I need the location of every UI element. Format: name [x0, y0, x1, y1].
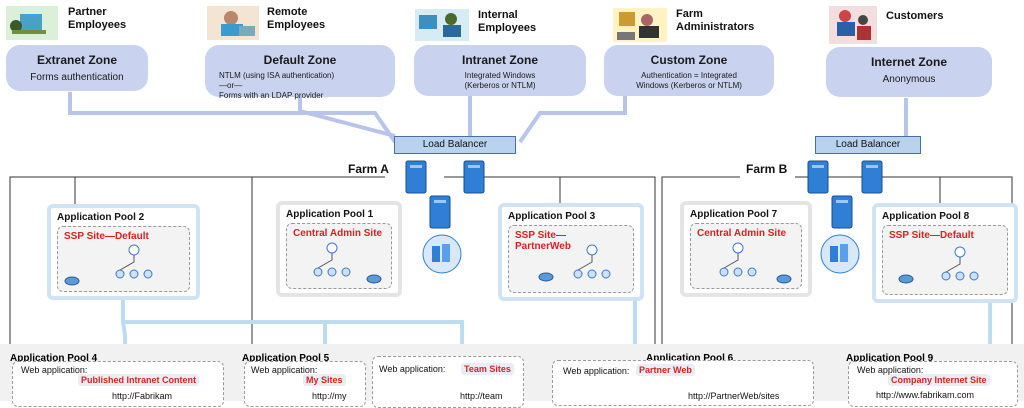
user-label-partner: Partner Employees	[68, 6, 127, 31]
pool-title: Application Pool 1	[286, 209, 374, 220]
site-hierarchy-icon	[573, 244, 611, 279]
server-icon	[807, 160, 829, 194]
database-icon	[898, 274, 914, 284]
zone-title: Intranet Zone	[461, 53, 538, 67]
zone-subtitle: Anonymous	[882, 74, 936, 85]
zone-default: Default Zone NTLM (using ISA authenticat…	[205, 45, 395, 100]
site-hierarchy-icon	[719, 242, 757, 277]
app-pool-5-title: Application Pool 5	[242, 353, 330, 364]
web-app-label: Web application:	[857, 365, 924, 375]
web-app-url: http://my	[312, 391, 347, 401]
site-name: SSP Site—Default	[889, 230, 974, 241]
server-icon	[429, 195, 451, 229]
site-name: Central Admin Site	[293, 228, 383, 239]
load-balancer-farm-a: Load Balancer	[394, 136, 516, 154]
zone-title: Default Zone	[263, 53, 337, 67]
web-app-name: Company Internet Site	[888, 374, 990, 386]
user-label-customers: Customers	[886, 10, 944, 22]
zone-subtitle: Forms authentication	[30, 72, 124, 83]
site-hierarchy-icon	[941, 246, 979, 281]
web-app-label: Web application:	[563, 366, 630, 376]
zone-intranet: Intranet Zone Integrated Windows (Kerber…	[414, 45, 586, 96]
site-name: SSP Site— PartnerWeb	[515, 230, 571, 252]
web-app-name: Published Intranet Content	[78, 374, 200, 386]
zone-title: Custom Zone	[650, 53, 728, 67]
web-app-url: http://team	[460, 391, 503, 401]
zone-custom: Custom Zone Authentication = Integrated …	[604, 45, 774, 96]
zone-title: Extranet Zone	[36, 53, 117, 67]
zone-subtitle: NTLM (using ISA authentication) —or— For…	[219, 71, 335, 100]
database-icon	[64, 276, 80, 286]
user-label-farmadmin: Farm Administrators	[676, 8, 755, 33]
app-pool-4-title: Application Pool 4	[10, 353, 98, 364]
site-name: Central Admin Site	[697, 228, 787, 239]
remote-employees-icon	[207, 6, 259, 40]
zone-subtitle: Authentication = Integrated Windows (Ker…	[636, 71, 742, 90]
web-app-name: My Sites	[303, 374, 346, 386]
zone-extranet: Extranet Zone Forms authentication	[6, 45, 148, 91]
site-box: SSP Site— PartnerWeb	[508, 225, 634, 293]
database-icon	[366, 274, 382, 284]
user-label-remote: Remote Employees	[267, 6, 326, 31]
app-pool-1: Application Pool 1 Central Admin Site	[276, 201, 402, 297]
farm-b-label: Farm B	[746, 162, 788, 176]
web-app-name: Team Sites	[461, 363, 514, 375]
database-cluster-icon	[422, 234, 462, 274]
database-icon	[538, 272, 554, 282]
site-hierarchy-icon	[313, 242, 351, 277]
server-icon	[405, 160, 427, 194]
web-app-name: Partner Web	[636, 364, 695, 376]
pool-title: Application Pool 3	[508, 211, 596, 222]
partner-employees-icon	[6, 6, 58, 40]
web-app-url: http://Fabrikam	[112, 391, 173, 401]
pool-title: Application Pool 2	[57, 212, 145, 223]
web-app-label: Web application:	[379, 364, 446, 374]
farm-a-label: Farm A	[348, 162, 389, 176]
web-app-url: http://PartnerWeb/sites	[688, 391, 780, 401]
pool-title: Application Pool 7	[690, 209, 778, 220]
zone-internet: Internet Zone Anonymous	[826, 47, 992, 97]
database-cluster-icon	[820, 234, 860, 274]
zone-title: Internet Zone	[870, 55, 947, 69]
app-pool-9-title: Application Pool 9	[846, 353, 934, 364]
server-icon	[831, 195, 853, 229]
web-app-url: http://www.fabrikam.com	[876, 390, 975, 400]
zone-subtitle: Integrated Windows (Kerberos or NTLM)	[464, 71, 536, 90]
database-icon	[776, 274, 792, 284]
site-box: Central Admin Site	[690, 223, 802, 289]
farm-administrators-icon	[613, 8, 667, 42]
server-icon	[463, 160, 485, 194]
web-app-label: Web application:	[21, 365, 88, 375]
internal-employees-icon	[415, 9, 469, 41]
load-balancer-farm-b: Load Balancer	[815, 136, 921, 154]
app-pool-6-title: Application Pool 6	[646, 353, 734, 364]
site-hierarchy-icon	[115, 244, 153, 279]
app-pool-8: Application Pool 8 SSP Site—Default	[872, 203, 1018, 303]
web-app-label: Web application:	[251, 365, 318, 375]
site-box: SSP Site—Default	[882, 225, 1008, 295]
server-icon	[861, 160, 883, 194]
site-name: SSP Site—Default	[64, 231, 149, 242]
customers-icon	[829, 6, 877, 44]
user-label-internal: Internal Employees	[478, 9, 537, 34]
app-pool-3: Application Pool 3 SSP Site— PartnerWeb	[498, 203, 644, 301]
pool-title: Application Pool 8	[882, 211, 970, 222]
